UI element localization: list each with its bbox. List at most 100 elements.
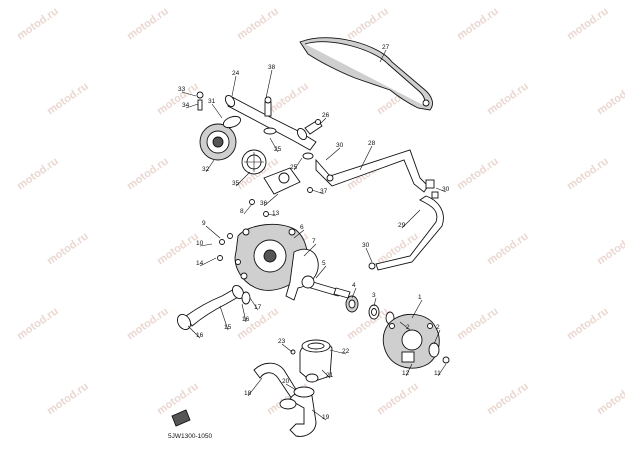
callout-label-30: 30 [336,142,344,149]
callout-label-15: 15 [224,324,232,331]
leader-line [351,287,357,299]
watermark-text: motod.ru [595,80,625,117]
watermark-text: motod.ru [455,5,501,42]
callout-label-11: 11 [434,370,441,377]
callout-label-16: 16 [242,316,250,323]
water-pump-housing [234,223,319,301]
leader-line [311,189,325,195]
leader-line [325,147,341,161]
callout-label-9: 9 [202,220,206,227]
watermark-text: motod.ru [455,155,501,192]
leader-line [411,299,423,319]
leader-line [373,297,377,307]
leader-line [359,145,373,171]
callout-label-19: 19 [322,414,330,421]
leader-line [265,69,273,99]
leader-line [319,117,327,125]
callout-label-29: 29 [398,222,406,229]
outlet-pipe [368,195,444,271]
leader-line [315,265,327,279]
watermark-text: motod.ru [565,305,611,342]
callout-label-16: 16 [196,332,204,339]
thermostat [241,149,267,175]
callout-label-6: 6 [300,224,304,231]
callout-label-18: 18 [244,390,252,397]
watermark-text: motod.ru [595,380,625,417]
thermostat-housing [196,91,242,161]
callout-label-3: 3 [372,292,376,299]
leader-line [303,243,317,257]
leader-line [263,193,279,207]
leader-line [211,103,223,119]
watermark-text: motod.ru [485,80,531,117]
leader-line [379,49,387,63]
watermark-text: motod.ru [125,305,171,342]
leader-line [433,329,441,345]
leader-line [249,297,259,311]
leader-line [199,243,213,247]
watermark-text: motod.ru [155,230,201,267]
pipe-joint [263,152,314,195]
diagram-code: 5JW1300-1050 [168,433,212,440]
callout-label-22: 22 [342,348,350,355]
callout-label-35: 35 [232,180,240,187]
callout-label-30: 30 [362,242,370,249]
leader-line [181,91,197,97]
watermark-text: motod.ru [565,155,611,192]
watermark-text: motod.ru [45,80,91,117]
leader-line [435,187,447,193]
callout-label-24: 24 [232,70,240,77]
watermark-text: motod.ru [15,305,61,342]
watermark-text: motod.ru [595,230,625,267]
leader-line [199,257,217,267]
lower-hose-left [176,284,251,330]
watermark-text: motod.ru [45,230,91,267]
leader-line [231,75,237,97]
leader-line [321,369,331,379]
leader-line [437,363,447,377]
watermark-text: motod.ru [345,5,391,42]
callout-label-14: 14 [196,260,204,267]
callout-label-25: 25 [274,146,282,153]
callout-label-2: 2 [436,324,440,331]
callout-label-10: 10 [196,240,204,247]
watermark-text: motod.ru [15,5,61,42]
callout-label-31: 31 [208,98,216,105]
leader-line [401,209,421,229]
front-mark-icon [171,409,191,427]
watermark-text: motod.ru [455,305,501,342]
leader-line [269,137,279,153]
callout-label-32: 32 [202,166,210,173]
pump-cover [382,313,450,369]
callout-label-12: 12 [402,370,410,377]
leader-line [293,157,303,171]
callout-label-8: 8 [240,208,244,215]
callout-label-37: 37 [320,188,328,195]
callout-label-21: 21 [326,372,334,379]
leader-line [285,383,297,391]
callout-label-25: 25 [290,164,298,171]
leader-line [185,103,199,109]
leader-line [205,225,221,239]
callout-label-26: 26 [322,112,330,119]
callout-label-30: 30 [442,186,450,193]
leader-lines [181,49,447,421]
callout-label-36: 36 [260,200,268,207]
leader-line [405,363,413,377]
watermark-text: motod.ru [565,5,611,42]
watermark-text: motod.ru [485,380,531,417]
watermark-text: motod.ru [235,5,281,42]
watermark-text: motod.ru [125,155,171,192]
callout-label-5: 5 [322,260,326,267]
impeller-shaft [301,275,351,299]
leader-line [241,303,247,323]
watermark-text: motod.ru [485,230,531,267]
leader-line [187,325,201,339]
callout-label-4: 4 [352,282,356,289]
leader-line [365,247,373,263]
leader-line [311,409,327,421]
leader-line [293,229,305,239]
callout-label-13: 13 [272,210,280,217]
